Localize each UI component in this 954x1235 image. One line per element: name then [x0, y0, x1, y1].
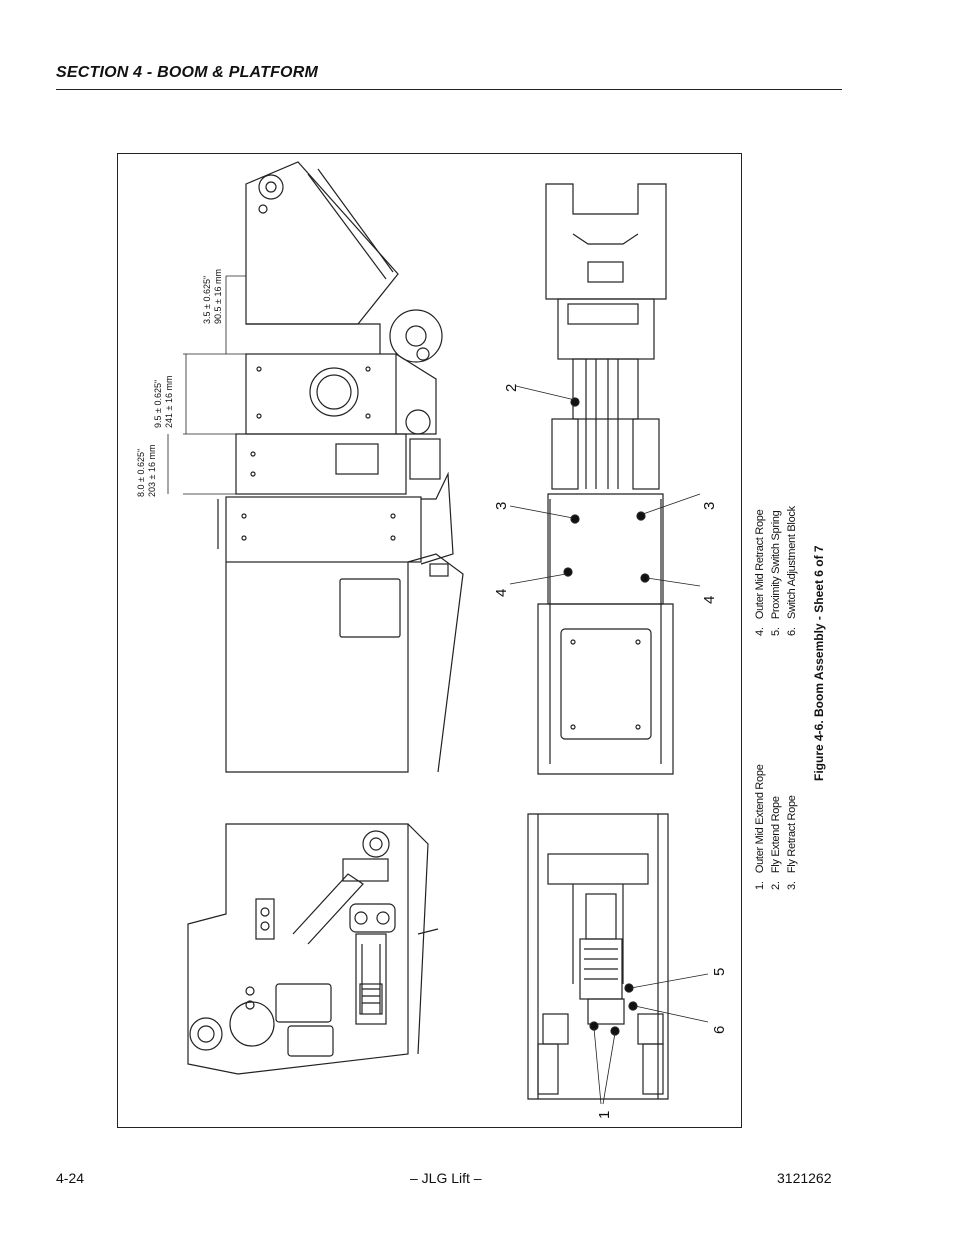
header-rule: [56, 89, 842, 90]
callout-4-left: 4: [493, 588, 510, 597]
page-number: 4-24: [56, 1170, 85, 1186]
callout-3-right: 3: [701, 501, 718, 510]
dimension-label-1: 3.5 ± 0.625" 90.5 ± 16 mm: [202, 269, 223, 324]
leader-lines-lower: [593, 973, 709, 1105]
legend-item: 5. Proximity Switch Spring: [770, 510, 782, 637]
legend-item: 2. Fly Extend Rope: [770, 796, 782, 890]
callout-2: 2: [503, 383, 520, 392]
legend-column-2: 4. Outer Mid Retract Rope 5. Proximity S…: [752, 506, 800, 636]
legend-item: 6. Switch Adjustment Block: [786, 506, 798, 636]
callout-4-right: 4: [701, 595, 718, 604]
boom-assembly-drawing: [167, 161, 709, 1105]
callout-1: 1: [596, 1110, 613, 1119]
legend-item: 3. Fly Retract Rope: [786, 795, 798, 890]
callout-6: 6: [711, 1025, 728, 1034]
doc-number: 3121262: [777, 1170, 832, 1186]
dimension-lines: [167, 275, 246, 495]
legend-column-1: 1. Outer Mid Extend Rope 2. Fly Extend R…: [752, 764, 800, 890]
legend-item: 4. Outer Mid Retract Rope: [754, 509, 766, 636]
top-view-upper: [537, 183, 674, 775]
figure-caption: Figure 4-6. Boom Assembly - Sheet 6 of 7: [812, 545, 826, 781]
legend-item: 1. Outer Mid Extend Rope: [754, 764, 766, 890]
dimension-label-2: 9.5 ± 0.625" 241 ± 16 mm: [153, 375, 174, 428]
dimension-label-3: 8.0 ± 0.625" 203 ± 16 mm: [136, 444, 157, 497]
leader-lines-upper: [509, 385, 701, 587]
section-title: SECTION 4 - BOOM & PLATFORM: [56, 64, 318, 81]
side-view-lower: [187, 823, 439, 1075]
callout-5: 5: [711, 967, 728, 976]
top-view-lower: [527, 813, 669, 1100]
footer-center: – JLG Lift –: [410, 1170, 482, 1186]
side-view-upper: [217, 161, 464, 773]
figure-frame: 3.5 ± 0.625" 90.5 ± 16 mm 9.5 ± 0.625" 2…: [117, 153, 826, 1128]
callout-3-left: 3: [493, 501, 510, 510]
